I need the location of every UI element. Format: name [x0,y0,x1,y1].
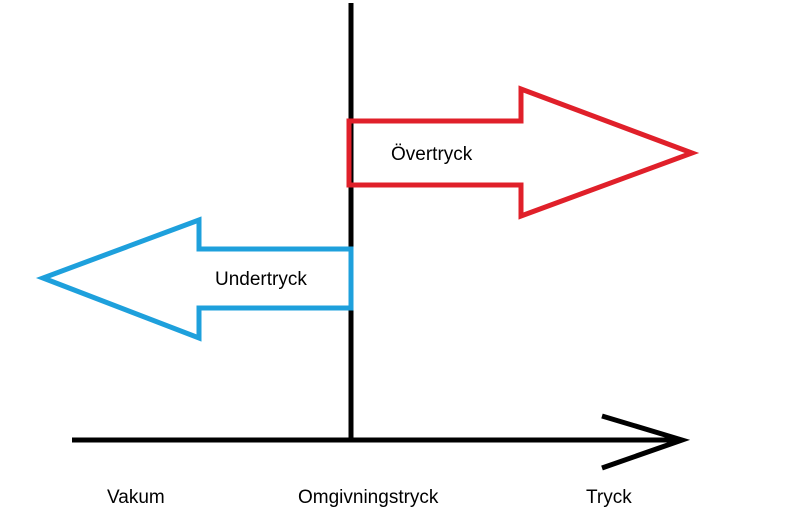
overpressure-arrow [346,85,700,220]
vacuum-label: Vakum [107,487,165,508]
underpressure-arrow [35,216,354,342]
pressure-label: Tryck [586,487,632,508]
underpressure-label: Undertryck [215,269,307,290]
axis-arrowhead [601,413,691,471]
ambient-pressure-label: Omgivningstryck [298,487,439,508]
overpressure-label: Övertryck [391,144,473,165]
